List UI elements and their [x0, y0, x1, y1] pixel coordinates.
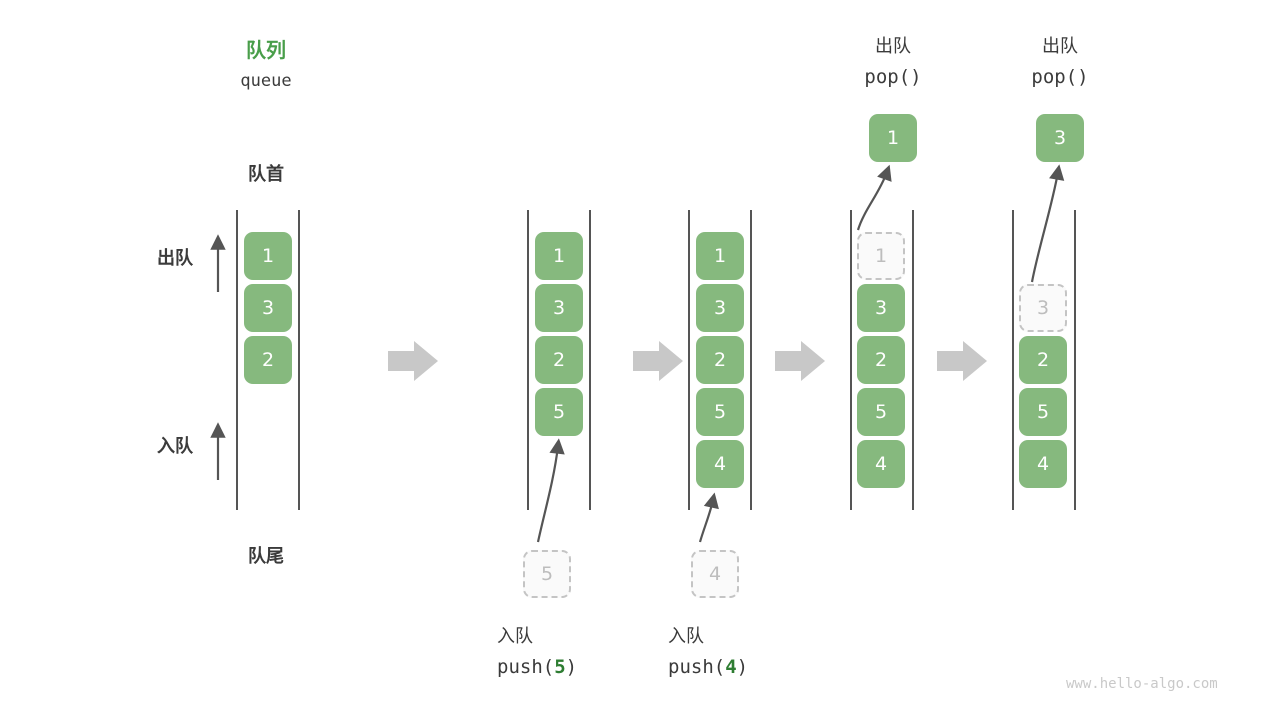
cell: 1	[535, 232, 583, 280]
cell: 4	[696, 440, 744, 488]
op-code-suffix: )	[565, 656, 578, 678]
cell: 2	[244, 336, 292, 384]
op-code-prefix: push(	[497, 656, 555, 678]
cell: 2	[535, 336, 583, 384]
op-label-cn: 入队	[668, 626, 704, 647]
cell: 2	[1019, 336, 1067, 384]
cell: 5	[857, 388, 905, 436]
op-code-prefix: pop(	[864, 66, 911, 88]
incoming-cell: 4	[691, 550, 739, 598]
step-arrow-icon	[633, 341, 683, 381]
op-code-suffix: )	[736, 656, 749, 678]
dequeue-label: 出队	[157, 248, 193, 269]
queue-rail-left-2	[527, 210, 529, 510]
incoming-cell: 5	[523, 550, 571, 598]
watermark: www.hello-algo.com	[1066, 676, 1218, 692]
cell: 1	[244, 232, 292, 280]
queue-rail-right-5	[1074, 210, 1076, 510]
queue-title-cn: 队列	[246, 38, 286, 62]
ghost-cell: 3	[1019, 284, 1067, 332]
cell: 3	[244, 284, 292, 332]
cell: 4	[857, 440, 905, 488]
queue-rail-left-3	[688, 210, 690, 510]
cell: 3	[857, 284, 905, 332]
op-label-code: push(4)	[668, 656, 828, 678]
step-arrow-icon	[388, 341, 438, 381]
op-label-code: pop()	[1005, 66, 1115, 88]
enqueue-label: 入队	[157, 436, 193, 457]
push-arrow-icon	[698, 492, 719, 543]
op-code-prefix: pop(	[1031, 66, 1078, 88]
op-code-suffix: )	[1077, 66, 1089, 88]
cell: 5	[696, 388, 744, 436]
pop-arrow-icon	[1030, 164, 1065, 283]
op-code-suffix: )	[910, 66, 922, 88]
cell: 2	[696, 336, 744, 384]
rear-label: 队尾	[248, 546, 284, 567]
queue-rail-left-1	[236, 210, 238, 510]
popped-cell: 3	[1036, 114, 1084, 162]
op-label-cn: 出队	[1042, 36, 1078, 57]
op-label-cn: 入队	[497, 626, 533, 647]
cell: 5	[535, 388, 583, 436]
push-arrow-icon	[536, 438, 565, 543]
cell: 3	[535, 284, 583, 332]
queue-rail-right-3	[750, 210, 752, 510]
op-label-code: pop()	[838, 66, 948, 88]
queue-rail-right-4	[912, 210, 914, 510]
pop-arrow-icon	[856, 164, 892, 231]
cell: 4	[1019, 440, 1067, 488]
step-arrow-icon	[775, 341, 825, 381]
queue-title-en: queue	[240, 71, 292, 91]
queue-rail-right-2	[589, 210, 591, 510]
cell: 3	[696, 284, 744, 332]
queue-rail-left-4	[850, 210, 852, 510]
front-label: 队首	[248, 164, 284, 185]
popped-cell: 1	[869, 114, 917, 162]
queue-rail-right-1	[298, 210, 300, 510]
cell: 1	[696, 232, 744, 280]
op-code-value: 4	[725, 656, 737, 678]
op-code-value: 5	[554, 656, 566, 678]
op-code-prefix: push(	[668, 656, 726, 678]
dequeue-arrow-icon	[210, 234, 226, 292]
ghost-cell: 1	[857, 232, 905, 280]
step-arrow-icon	[937, 341, 987, 381]
cell: 2	[857, 336, 905, 384]
queue-rail-left-5	[1012, 210, 1014, 510]
op-label-cn: 出队	[875, 36, 911, 57]
enqueue-arrow-icon	[210, 422, 226, 480]
op-label-code: push(5)	[497, 656, 657, 678]
cell: 5	[1019, 388, 1067, 436]
